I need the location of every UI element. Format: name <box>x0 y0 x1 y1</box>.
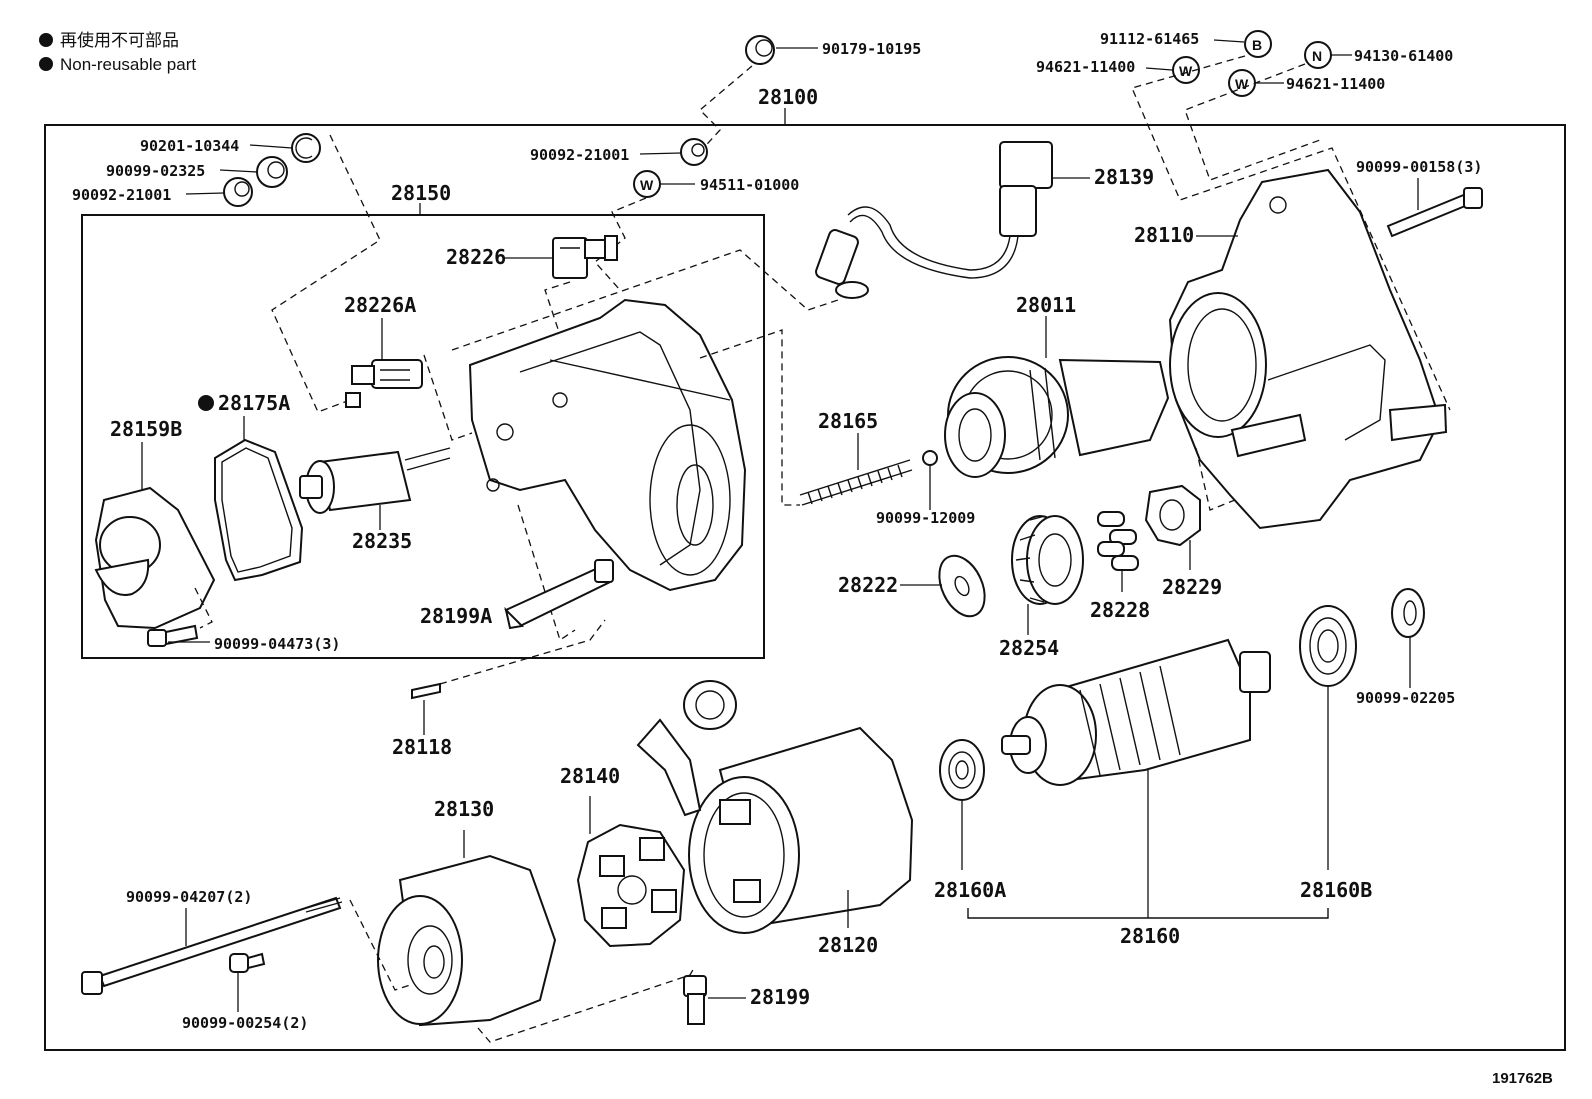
part-90179-10195[interactable] <box>745 35 818 65</box>
label-28011[interactable]: 28011 <box>1016 293 1076 317</box>
part-28228-rollers[interactable] <box>1097 511 1139 571</box>
washer-w-icon: W <box>1179 63 1193 79</box>
part-90092-21001-left[interactable] <box>223 177 253 207</box>
part-28139-lead-wire[interactable] <box>814 141 1053 299</box>
part-28254-gear[interactable] <box>1011 515 1084 605</box>
badge-w1-circle[interactable] <box>1172 56 1200 84</box>
part-28199A-lever[interactable] <box>504 559 614 630</box>
washer-94511-01000[interactable]: W <box>633 170 661 198</box>
non-reusable-bullet-icon <box>39 57 53 71</box>
label-94511-01000[interactable]: 94511-01000 <box>700 176 799 194</box>
part-28118-clip[interactable] <box>411 682 441 700</box>
part-90092-21001-top[interactable] <box>680 138 708 166</box>
part-28160-armature[interactable] <box>1001 638 1271 786</box>
part-28229-retainer[interactable] <box>1144 484 1201 547</box>
part-90099-02205-washer[interactable] <box>1391 588 1425 638</box>
part-28160B-bearing[interactable] <box>1299 605 1357 687</box>
label-28100[interactable]: 28100 <box>758 85 818 109</box>
part-28222-washer[interactable] <box>930 549 993 624</box>
badge-b-circle[interactable] <box>1244 30 1272 58</box>
label-90099-00158[interactable]: 90099-00158(3) <box>1356 158 1482 176</box>
part-28226-terminal[interactable] <box>552 235 618 279</box>
part-magnetic-switch-housing[interactable] <box>468 298 747 592</box>
label-28228[interactable]: 28228 <box>1090 598 1150 622</box>
bolt-b-icon: B <box>1252 37 1262 53</box>
label-28130[interactable]: 28130 <box>434 797 494 821</box>
label-94130-61400[interactable]: 94130-61400 <box>1354 47 1453 65</box>
label-28159B[interactable]: 28159B <box>110 417 182 441</box>
label-94621-11400-b[interactable]: 94621-11400 <box>1286 75 1385 93</box>
part-28110-housing[interactable] <box>1168 168 1448 530</box>
label-28140[interactable]: 28140 <box>560 764 620 788</box>
label-28226[interactable]: 28226 <box>446 245 506 269</box>
label-28226A[interactable]: 28226A <box>344 293 416 317</box>
label-90099-04207[interactable]: 90099-04207(2) <box>126 888 252 906</box>
label-28235[interactable]: 28235 <box>352 529 412 553</box>
label-28118[interactable]: 28118 <box>392 735 452 759</box>
label-90099-12009[interactable]: 90099-12009 <box>876 509 975 527</box>
part-28159B-cover[interactable] <box>94 486 216 630</box>
part-90201-10344[interactable] <box>291 133 321 163</box>
part-28226A-contact[interactable] <box>345 359 423 408</box>
legend-english: Non-reusable part <box>60 55 196 74</box>
label-90092-21001-left[interactable]: 90092-21001 <box>72 186 171 204</box>
part-28235-plunger[interactable] <box>299 447 451 514</box>
part-28130-end-frame[interactable] <box>377 854 557 1027</box>
non-reusable-bullet-icon <box>39 33 53 47</box>
label-94621-11400-a[interactable]: 94621-11400 <box>1036 58 1135 76</box>
part-90099-00158-bolt[interactable] <box>1386 187 1483 238</box>
label-90092-21001-top[interactable]: 90092-21001 <box>530 146 629 164</box>
part-28175A-gasket[interactable] <box>214 438 304 582</box>
label-90099-02205[interactable]: 90099-02205 <box>1356 689 1455 707</box>
label-28120[interactable]: 28120 <box>818 933 878 957</box>
label-90201-10344[interactable]: 90201-10344 <box>140 137 239 155</box>
label-28175A[interactable]: 28175A <box>218 391 290 415</box>
label-90099-02325[interactable]: 90099-02325 <box>106 162 205 180</box>
label-28139[interactable]: 28139 <box>1094 165 1154 189</box>
badge-w-icon: W <box>640 177 654 193</box>
label-28254[interactable]: 28254 <box>999 636 1059 660</box>
label-28150[interactable]: 28150 <box>391 181 451 205</box>
part-90099-02325[interactable] <box>256 156 288 188</box>
part-90099-04207-through-bolt[interactable] <box>81 896 343 995</box>
legend-japanese: 再使用不可部品 <box>60 30 179 50</box>
label-28110[interactable]: 28110 <box>1134 223 1194 247</box>
part-90099-04473-screw[interactable] <box>147 624 199 647</box>
label-90179-10195[interactable]: 90179-10195 <box>822 40 921 58</box>
part-28165-spring[interactable] <box>799 459 913 506</box>
non-reusable-bullet-icon <box>198 395 214 411</box>
part-28160A-bearing[interactable] <box>939 739 985 801</box>
part-28011-clutch[interactable] <box>944 356 1170 478</box>
nut-n-icon: N <box>1312 48 1322 64</box>
part-28199-bolt[interactable] <box>683 975 707 1025</box>
label-28199[interactable]: 28199 <box>750 985 810 1009</box>
label-28165[interactable]: 28165 <box>818 409 878 433</box>
assembly-28100-frame <box>44 124 1566 1051</box>
legend: 再使用不可部品 Non-reusable part <box>39 30 196 74</box>
label-28199A[interactable]: 28199A <box>420 604 492 628</box>
label-28229[interactable]: 28229 <box>1162 575 1222 599</box>
label-28222[interactable]: 28222 <box>838 573 898 597</box>
part-28140-brush-holder[interactable] <box>576 823 686 948</box>
part-90099-00254-screw[interactable] <box>229 952 266 973</box>
part-28120-yoke[interactable] <box>636 680 914 934</box>
label-28160[interactable]: 28160 <box>1120 924 1180 948</box>
figure-id: 191762B <box>1492 1070 1553 1087</box>
label-28160B[interactable]: 28160B <box>1300 878 1372 902</box>
part-90099-12009-ball[interactable] <box>922 450 938 466</box>
label-90099-00254[interactable]: 90099-00254(2) <box>182 1014 308 1032</box>
washer-w-icon: W <box>1235 76 1249 92</box>
label-90099-04473[interactable]: 90099-04473(3) <box>214 635 340 653</box>
assembly-28150-frame <box>81 214 765 659</box>
label-28160A[interactable]: 28160A <box>934 878 1006 902</box>
label-91112-61465[interactable]: 91112-61465 <box>1100 30 1199 48</box>
